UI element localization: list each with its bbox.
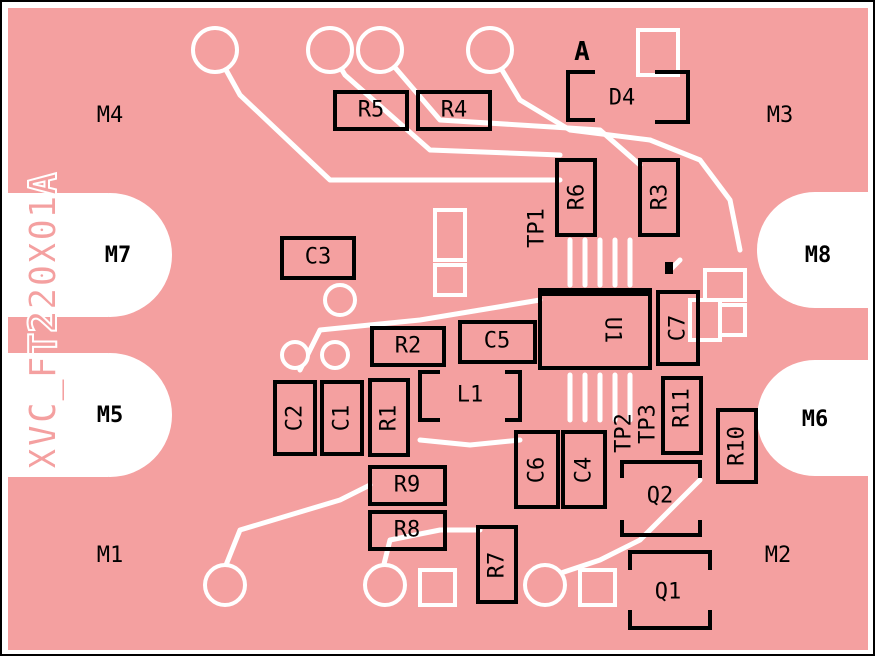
label-r8: R8 — [394, 518, 421, 543]
label-r5: R5 — [358, 98, 385, 123]
c4-outline — [561, 430, 607, 509]
silkscreen-outlines — [273, 70, 758, 630]
label-m5: M5 — [97, 403, 124, 428]
c3-outline — [280, 236, 356, 280]
label-tp3: TP3 — [636, 404, 661, 444]
label-m2: M2 — [765, 543, 792, 568]
pads — [191, 26, 747, 607]
label-tp1: TP1 — [525, 208, 550, 248]
label-m1: M1 — [97, 543, 124, 568]
designators: R5 R4 D4 R6 R3 TP1 C3 R2 C5 U1 C7 L1 C2 … — [283, 86, 750, 605]
mounting-cutouts — [8, 192, 873, 477]
r1-outline — [368, 378, 410, 457]
label-r11: R11 — [670, 388, 695, 428]
c5-outline — [458, 320, 537, 364]
label-m6: M6 — [802, 407, 829, 432]
label-l1: L1 — [457, 383, 484, 408]
r7-outline — [476, 525, 518, 604]
q2-outline — [620, 460, 702, 537]
label-r1: R1 — [377, 405, 402, 432]
r6-outline — [555, 158, 597, 237]
label-c6: C6 — [525, 457, 550, 484]
label-r4: R4 — [441, 98, 468, 123]
label-r2: R2 — [395, 334, 422, 359]
r5-outline — [333, 90, 409, 131]
label-m4: M4 — [97, 103, 124, 128]
r3-outline — [638, 158, 680, 237]
d4-outline — [566, 70, 690, 124]
r9-outline — [368, 465, 447, 506]
c6-outline — [514, 430, 560, 509]
label-q1: Q1 — [655, 580, 682, 605]
r8-outline — [368, 510, 447, 551]
label-r6: R6 — [565, 184, 590, 211]
label-r3: R3 — [648, 184, 673, 211]
label-c3: C3 — [305, 245, 332, 270]
silk-marks — [540, 262, 673, 296]
mount-labels: M4 M3 M7 M8 M5 M6 M1 M2 — [97, 103, 832, 568]
label-m7: M7 — [105, 243, 132, 268]
label-r10: R10 — [725, 426, 750, 466]
c2-outline — [273, 380, 317, 456]
r2-outline — [370, 326, 446, 367]
label-c7: C7 — [666, 315, 691, 342]
label-m8: M8 — [805, 243, 832, 268]
label-r7: R7 — [485, 552, 510, 579]
r11-outline — [661, 376, 703, 455]
label-c1: C1 — [330, 405, 355, 432]
label-d4: D4 — [609, 86, 636, 111]
label-c5: C5 — [484, 329, 511, 354]
polarity-mark: A — [574, 37, 590, 67]
label-u1: U1 — [600, 317, 625, 344]
c1-outline — [320, 380, 364, 456]
traces — [212, 47, 743, 583]
label-c2: C2 — [283, 405, 308, 432]
r4-outline — [416, 90, 492, 131]
l1-outline — [418, 370, 522, 422]
label-c4: C4 — [572, 457, 597, 484]
label-tp2: TP2 — [612, 413, 637, 453]
r10-outline — [716, 408, 758, 484]
q1-outline — [628, 550, 712, 630]
label-q2: Q2 — [647, 484, 674, 509]
label-m3: M3 — [767, 103, 794, 128]
board-label: XVC_FT220X01A — [21, 172, 65, 470]
c7-outline — [656, 290, 700, 366]
label-r9: R9 — [394, 473, 421, 498]
